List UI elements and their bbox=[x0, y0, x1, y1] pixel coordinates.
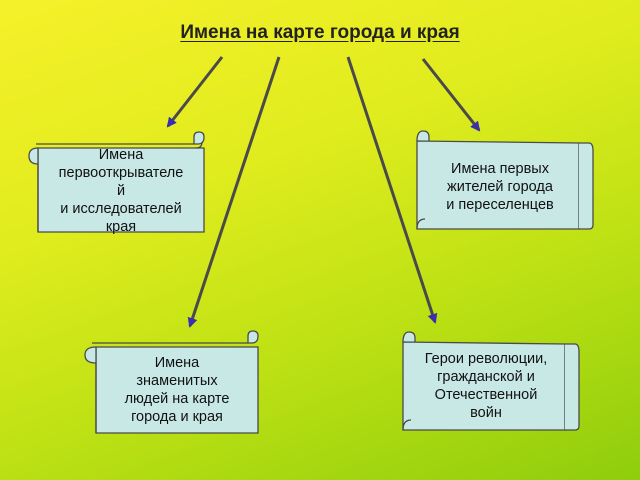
node-label: Имена знаменитых людей на карте города и… bbox=[124, 355, 230, 425]
node-discoverers: Имена первооткрывателе й и исследователе… bbox=[26, 131, 208, 238]
node-label: Имена первооткрывателе й и исследователе… bbox=[58, 147, 184, 235]
node-famous-people: Имена знаменитых людей на карте города и… bbox=[82, 330, 262, 437]
node-heroes: Герои революции, гражданской и Отечестве… bbox=[399, 328, 581, 434]
diagram-title: Имена на карте города и края bbox=[180, 22, 460, 43]
scroll-shape bbox=[84, 330, 259, 434]
node-label: Герои революции, гражданской и Отечестве… bbox=[424, 351, 548, 421]
scroll-shape bbox=[402, 331, 580, 431]
arrow-to-first-residents bbox=[421, 58, 481, 132]
arrow-to-famous-people bbox=[187, 56, 281, 328]
scroll-shape bbox=[416, 130, 594, 230]
node-first-residents: Имена первых жителей города и переселенц… bbox=[413, 127, 595, 233]
node-label: Имена первых жителей города и переселенц… bbox=[446, 161, 554, 213]
arrow-to-discoverers bbox=[166, 56, 224, 128]
scroll-shape bbox=[28, 131, 205, 233]
arrow-to-heroes bbox=[346, 56, 438, 324]
